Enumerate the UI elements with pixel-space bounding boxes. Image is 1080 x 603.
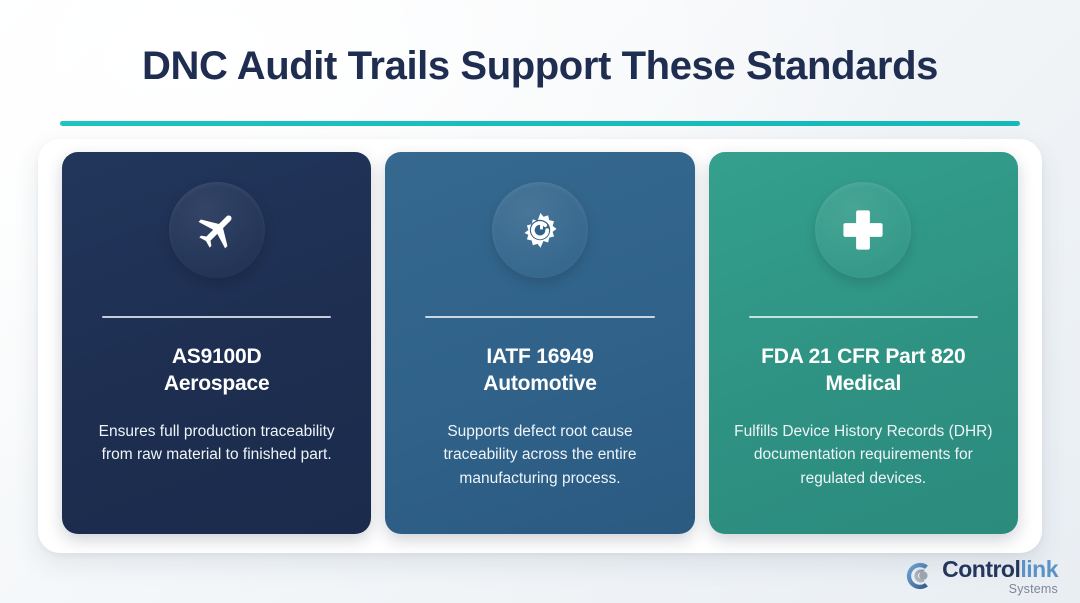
medical-cross-icon xyxy=(838,205,888,255)
card-divider xyxy=(425,316,655,318)
standard-card-iatf-16949[interactable]: IATF 16949 Automotive Supports defect ro… xyxy=(385,152,695,534)
card-title-line2: Aerospace xyxy=(163,371,270,395)
card-title: AS9100D Aerospace xyxy=(164,344,270,398)
card-description: Ensures full production traceability fro… xyxy=(98,422,335,464)
logo-subtitle: Systems xyxy=(1008,581,1058,596)
card-divider xyxy=(101,316,332,318)
standards-card-row: AS9100D Aerospace Ensures full productio… xyxy=(62,152,1018,534)
card-title-line1: FDA 21 CFR Part 820 xyxy=(761,345,966,368)
accent-rule-divider xyxy=(60,121,1020,126)
airplane-icon-badge xyxy=(168,182,265,278)
card-divider xyxy=(748,316,979,318)
logo-word-link: link xyxy=(1020,555,1058,582)
controlink-logo-mark-icon xyxy=(905,561,935,591)
logo-wordmark: Controllink xyxy=(942,556,1058,582)
card-title-line2: Automotive xyxy=(483,371,597,395)
airplane-icon xyxy=(192,205,242,255)
medical-cross-icon-badge xyxy=(815,182,912,278)
card-title: IATF 16949 Automotive xyxy=(483,344,597,398)
page-title: DNC Audit Trails Support These Standards xyxy=(142,44,938,88)
standard-card-as9100d[interactable]: AS9100D Aerospace Ensures full productio… xyxy=(62,152,372,534)
gear-icon-badge xyxy=(491,182,588,278)
card-title: FDA 21 CFR Part 820 Medical xyxy=(761,344,966,398)
card-description: Fulfills Device History Records (DHR) do… xyxy=(734,422,993,487)
header: DNC Audit Trails Support These Standards xyxy=(0,44,1080,89)
card-title-line1: IATF 16949 xyxy=(486,345,594,368)
card-title-line1: AS9100D xyxy=(171,345,262,368)
logo-word-control: Control xyxy=(942,555,1021,582)
controlink-logo: Controllink Systems xyxy=(905,556,1058,596)
card-title-line2: Medical xyxy=(825,371,902,395)
standard-card-fda-21-cfr-820[interactable]: FDA 21 CFR Part 820 Medical Fulfills Dev… xyxy=(708,152,1018,534)
gear-icon xyxy=(516,206,564,254)
controlink-logo-text: Controllink Systems xyxy=(942,556,1058,596)
card-description: Supports defect root cause traceability … xyxy=(443,422,637,487)
